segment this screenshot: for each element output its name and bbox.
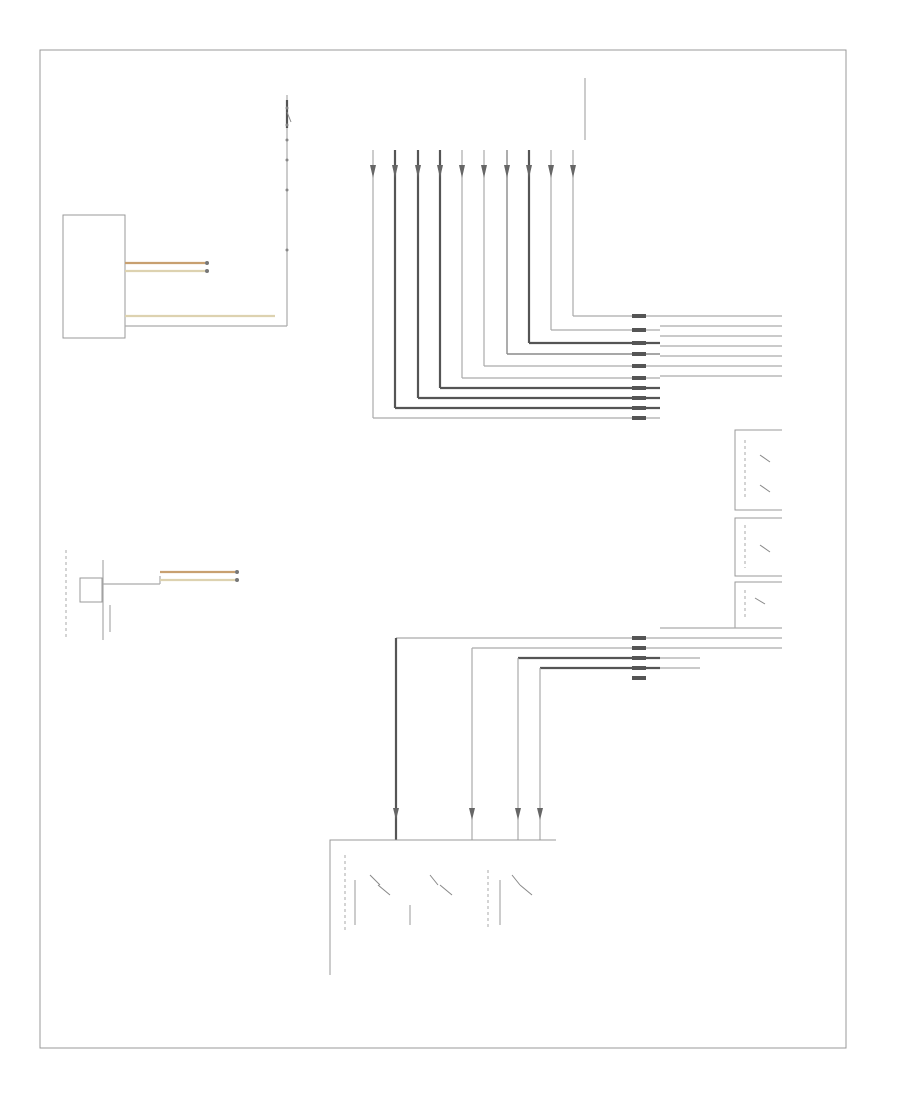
left-module bbox=[62, 214, 275, 339]
bottom-switch-pack bbox=[329, 839, 556, 975]
fuse-block-feed bbox=[145, 95, 292, 327]
right-switches bbox=[734, 429, 782, 629]
column-wire-bundle bbox=[370, 150, 782, 420]
lower-wire-bundle bbox=[393, 627, 782, 840]
instrument-cluster bbox=[65, 550, 239, 640]
